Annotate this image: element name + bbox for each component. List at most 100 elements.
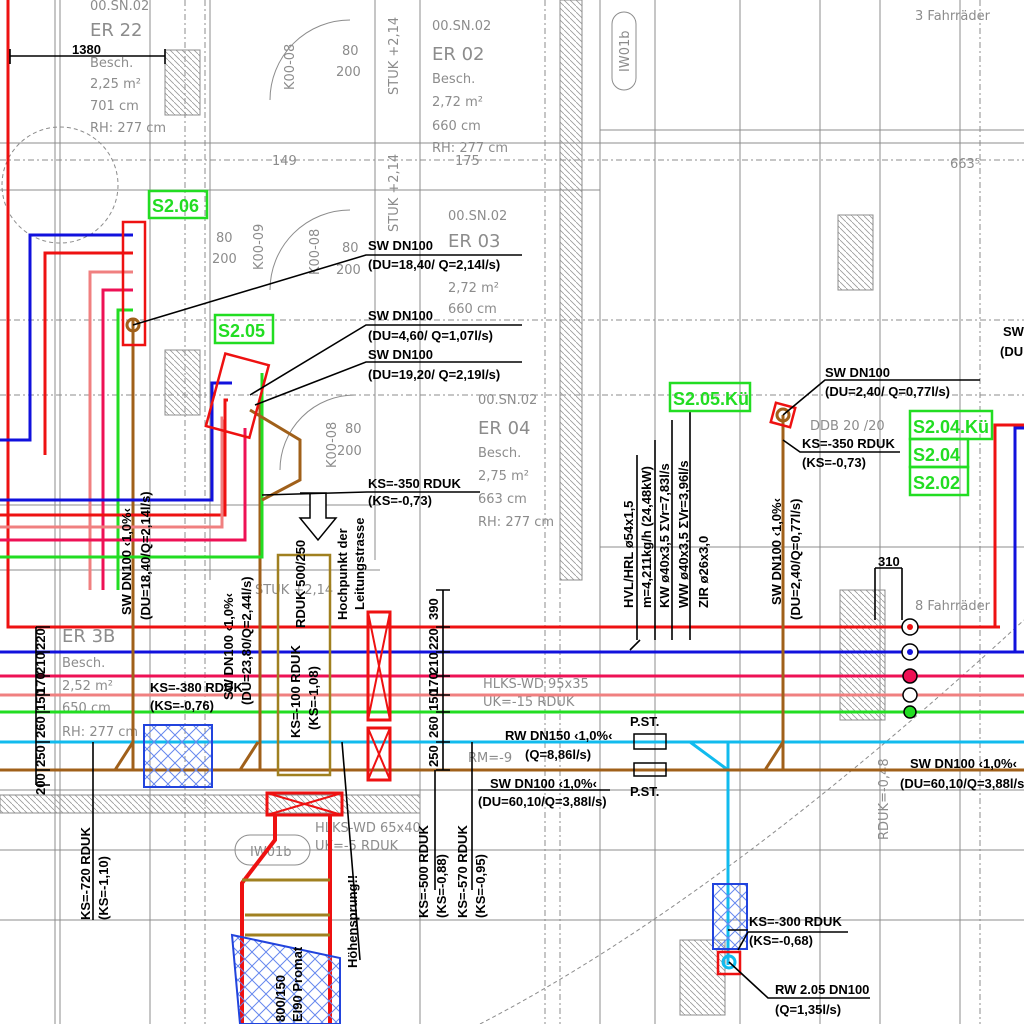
room-height: RH: 277 cm xyxy=(62,725,138,740)
room-name: ER 04 xyxy=(478,418,531,439)
room-name: ER 03 xyxy=(448,231,501,252)
room-area: 2,52 m² xyxy=(62,679,113,694)
tag-s2-05[interactable]: S2.05 xyxy=(218,321,265,341)
annotation-vertical: KS=-100 RDUK xyxy=(288,645,303,738)
room-length: 660 cm xyxy=(448,302,497,317)
dimension-left: 170 xyxy=(33,672,48,694)
dimension-left: 210 xyxy=(33,652,48,674)
room-area: 2,25 m² xyxy=(90,77,141,92)
annotation-vertical: KW ø40x3,5 ΣVr=7,83l/s xyxy=(657,463,672,608)
stuk-label: STUK +2,14 xyxy=(387,154,402,232)
annotation-vertical: (KS=-0,95) xyxy=(473,854,488,918)
tag-s2-04[interactable]: S2.04 xyxy=(913,445,960,465)
dimension-310: 310 xyxy=(878,554,900,569)
ddb-label: DDB 20 /20 xyxy=(810,419,885,434)
annotation: (DU xyxy=(1000,344,1023,359)
room-area: 2,75 m² xyxy=(478,469,529,484)
annotation-vertical: Hochpunkt der xyxy=(335,528,350,620)
annotation: KS=-380 RDUK xyxy=(150,680,243,695)
annotation-vertical: (KS=-0,88) xyxy=(434,854,449,918)
room-name: ER 22 xyxy=(90,20,143,41)
annotation-vertical: KS=-500 RDUK xyxy=(416,825,431,918)
dimension-left: 250 xyxy=(33,745,48,767)
annotation-vertical: Leitungstrasse xyxy=(352,518,367,610)
room-length: 701 cm xyxy=(90,99,139,114)
pst-label: P.ST. xyxy=(630,784,659,799)
room-name: ER 02 xyxy=(432,44,485,65)
sw-pipe xyxy=(0,320,1024,772)
annotation-vertical: KS=-570 RDUK xyxy=(455,825,470,918)
tag-s2-04-kue[interactable]: S2.04.Kü xyxy=(913,417,989,437)
size-label: 200 xyxy=(212,252,237,267)
hlks-uk-label: UK=-15 RDUK xyxy=(483,695,575,710)
annotation-vertical: EI90 Promat xyxy=(290,946,305,1022)
room-labels: 00.SN.02 ER 22 Besch. 2,25 m² 701 cm RH:… xyxy=(62,0,991,866)
room-area: 2,72 m² xyxy=(432,95,483,110)
dimension-right: 170 xyxy=(426,672,441,694)
annotation: (Q=1,35l/s) xyxy=(775,1002,841,1017)
size-label: 80 xyxy=(342,241,359,256)
annotation: SW DN100 ‹1,0%‹ xyxy=(910,756,1017,771)
annotation-vertical: ZIR ø26x3,0 xyxy=(696,536,711,608)
annotation: (DU=18,40/ Q=2,14l/s) xyxy=(368,257,500,272)
dimension-label: 149 xyxy=(272,154,297,169)
tag-s2-05-kue[interactable]: S2.05.Kü xyxy=(673,389,749,409)
dimension-right: 220 xyxy=(426,628,441,650)
annotation: KS=-300 RDUK xyxy=(749,914,842,929)
size-label: 80 xyxy=(342,44,359,59)
room-text: Besch. xyxy=(90,56,133,71)
room-id: 00.SN.02 xyxy=(432,19,491,34)
size-label: 200 xyxy=(336,65,361,80)
dimension-texts: 1380 220 210 170 150 260 250 200 390 220… xyxy=(33,42,900,795)
tag-s2-02[interactable]: S2.02 xyxy=(913,473,960,493)
annotation: (DU=60,10/Q=3,88l/s) xyxy=(478,794,607,809)
stuk-label: STUK +2,14 xyxy=(387,17,402,95)
hlks-label: HLKS-WD 95x35 xyxy=(483,677,589,692)
annotation: (KS=-0,73) xyxy=(368,493,432,508)
annotation: SW DN100 xyxy=(368,308,433,323)
room-height: RH: 277 cm xyxy=(432,141,508,156)
room-area: 2,72 m² xyxy=(448,281,499,296)
annotation-vertical: (DU=18,40/Q=2,14l/s) xyxy=(138,491,153,620)
room-height: RH: 277 cm xyxy=(90,121,166,136)
annotation: RW DN150 ‹1,0%‹ xyxy=(505,728,612,743)
annotation: RW 2.05 DN100 xyxy=(775,982,869,997)
dimension-right: 390 xyxy=(426,598,441,620)
room-id: 00.SN.02 xyxy=(448,209,507,224)
room-name: ER 3B xyxy=(62,626,115,647)
room-id: 00.SN.02 xyxy=(478,393,537,408)
bike-label: 3 Fahrräder xyxy=(915,9,991,24)
dimension-left: 150 xyxy=(33,689,48,711)
stuk-label: STUK +2,14 xyxy=(255,583,333,598)
annotation-vertical: Höhensprung!! xyxy=(345,875,360,968)
dimension-right: 260 xyxy=(426,716,441,738)
door-label: IW01b xyxy=(618,31,633,72)
size-label: 200 xyxy=(337,444,362,459)
door-code: K00-09 xyxy=(252,224,267,270)
room-text: Besch. xyxy=(432,72,475,87)
hlks-uk-label: UK=-5 RDUK xyxy=(315,839,399,854)
heating-flow-pipe xyxy=(6,0,1024,629)
dimension-right: 250 xyxy=(426,745,441,767)
tag-s2-06[interactable]: S2.06 xyxy=(152,196,199,216)
dimension-left: 200 xyxy=(33,773,48,795)
bike-label: 8 Fahrräder xyxy=(915,599,991,614)
dimension-left: 220 xyxy=(33,628,48,650)
annotation-vertical: (KS=-1,10) xyxy=(96,856,111,920)
dimension-label: 663⁵ xyxy=(950,157,980,172)
door-code: K00-08 xyxy=(283,44,298,90)
rm-label: RM=-9 xyxy=(468,751,512,766)
riser-tags[interactable]: S2.06 S2.05 S2.05.Kü S2.04.Kü S2.04 S2.0… xyxy=(147,189,994,497)
annotation: (KS=-0,76) xyxy=(150,698,214,713)
leader-lines xyxy=(9,49,980,999)
annotation: (DU=19,20/ Q=2,19l/s) xyxy=(368,367,500,382)
annotation: KS=-350 RDUK xyxy=(802,436,895,451)
annotation: (Q=8,86l/s) xyxy=(525,747,591,762)
dimension-label: 175 xyxy=(455,154,480,169)
annotation: (DU=4,60/ Q=1,07l/s) xyxy=(368,328,493,343)
annotation-vertical: (DU=2,40/Q=0,77l/s) xyxy=(788,499,803,620)
annotation-vertical: RDUK 500/250 xyxy=(293,540,308,628)
annotation-vertical: m=4,211kg/h (24,48kW) xyxy=(639,466,654,608)
